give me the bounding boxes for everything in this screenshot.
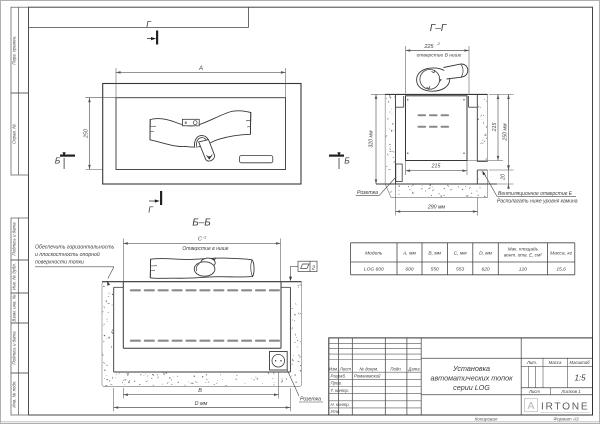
svg-text:Масса, кг: Масса, кг	[550, 251, 572, 257]
svg-text:Утв.: Утв.	[331, 409, 341, 414]
svg-text:-2: -2	[437, 42, 441, 46]
svg-text:550: 550	[431, 267, 439, 273]
svg-text:Лист: Лист	[339, 366, 351, 371]
svg-text:Г: Г	[148, 205, 154, 215]
svg-text:Лит.: Лит.	[526, 360, 537, 365]
svg-text:Г: Г	[146, 19, 152, 29]
svg-text:215: 215	[431, 164, 441, 170]
svg-text:Инв. № подл.: Инв. № подл.	[12, 380, 17, 407]
svg-text:120: 120	[519, 267, 527, 273]
svg-text:Дата: Дата	[407, 366, 420, 371]
svg-text:Отверстие в нише: Отверстие в нише	[182, 246, 228, 252]
svg-text:автоматических топок: автоматических топок	[431, 374, 514, 383]
svg-text:С, мм: С, мм	[454, 251, 468, 257]
svg-text:620: 620	[481, 267, 489, 273]
svg-text:Разраб.: Разраб.	[331, 374, 347, 379]
svg-text:А, мм: А, мм	[402, 251, 416, 257]
svg-text:Пров.: Пров.	[331, 381, 342, 386]
svg-text:Б–Б: Б–Б	[192, 218, 211, 229]
svg-text:В, мм: В, мм	[428, 251, 441, 257]
svg-text:A: A	[527, 400, 534, 412]
svg-text:290 мм: 290 мм	[427, 204, 446, 210]
svg-text:600: 600	[405, 267, 413, 273]
svg-text:D мм: D мм	[195, 401, 208, 407]
svg-text:Справ. №: Справ. №	[12, 124, 17, 144]
svg-text:Т. контр.: Т. контр.	[331, 388, 350, 393]
svg-text:15,6: 15,6	[556, 267, 566, 273]
svg-text:А: А	[198, 66, 203, 72]
svg-text:D, мм: D, мм	[479, 251, 493, 257]
svg-text:Лист: Лист	[528, 389, 540, 394]
svg-text:Располагать ниже уровня камина: Располагать ниже уровня камина	[497, 198, 578, 204]
svg-text:Взам. инв. №: Взам. инв. №	[12, 294, 17, 321]
svg-text:Н. контр.: Н. контр.	[331, 402, 350, 407]
svg-text:№ докум.: № докум.	[359, 366, 378, 371]
svg-text:Подпись и дата: Подпись и дата	[12, 331, 17, 365]
svg-text:Масштаб: Масштаб	[569, 360, 590, 365]
svg-text:-2: -2	[203, 235, 207, 239]
svg-text:и плоскостность опорной: и плоскостность опорной	[35, 251, 100, 258]
svg-text:320 мм: 320 мм	[369, 130, 375, 148]
svg-text:вент. отв. Е, см²: вент. отв. Е, см²	[504, 253, 542, 258]
svg-text:Инв. № дубл.: Инв. № дубл.	[12, 263, 17, 290]
svg-text:LOG 600: LOG 600	[364, 267, 384, 273]
svg-text:Модель: Модель	[365, 251, 383, 257]
svg-text:2: 2	[311, 265, 316, 271]
svg-text:Розетка: Розетка	[357, 190, 378, 196]
svg-text:Мак. площадь: Мак. площадь	[508, 247, 539, 252]
svg-text:Копировал: Копировал	[475, 417, 498, 422]
svg-text:Масса: Масса	[549, 360, 562, 365]
svg-text:Подпись и дата: Подпись и дата	[12, 222, 17, 256]
svg-text:Формат А3: Формат А3	[553, 417, 579, 422]
svg-text:Листов 1: Листов 1	[560, 389, 581, 394]
svg-text:225: 225	[424, 44, 435, 50]
svg-text:Установка: Установка	[452, 364, 490, 373]
svg-text:Изм.: Изм.	[329, 366, 338, 371]
svg-text:Б: Б	[55, 156, 61, 166]
svg-text:250: 250	[83, 129, 89, 139]
svg-text:553: 553	[456, 267, 464, 273]
svg-text:Романовский: Романовский	[354, 374, 381, 379]
svg-text:Б: Б	[344, 156, 350, 166]
svg-text:20: 20	[501, 174, 507, 181]
svg-text:1:5: 1:5	[574, 374, 586, 383]
svg-text:IRTONE: IRTONE	[541, 401, 589, 412]
svg-text:Вентиляционное отверстие Е: Вентиляционное отверстие Е	[498, 191, 573, 197]
svg-text:В: В	[198, 388, 202, 394]
svg-text:Подп.: Подп.	[390, 366, 401, 371]
svg-text:Перв. примен.: Перв. примен.	[12, 36, 17, 65]
svg-text:поверхности топки: поверхности топки	[35, 260, 84, 266]
svg-text:Розетка: Розетка	[300, 397, 321, 403]
svg-text:Обеспечить горизонтальность: Обеспечить горизонтальность	[35, 245, 115, 251]
svg-text:Г–Г: Г–Г	[430, 23, 448, 34]
svg-text:серии LOG: серии LOG	[453, 383, 490, 392]
svg-text:С: С	[198, 237, 202, 243]
svg-text:250 мм: 250 мм	[502, 123, 508, 142]
svg-text:215: 215	[492, 123, 498, 133]
svg-text:отверстие В нише: отверстие В нише	[417, 53, 462, 59]
